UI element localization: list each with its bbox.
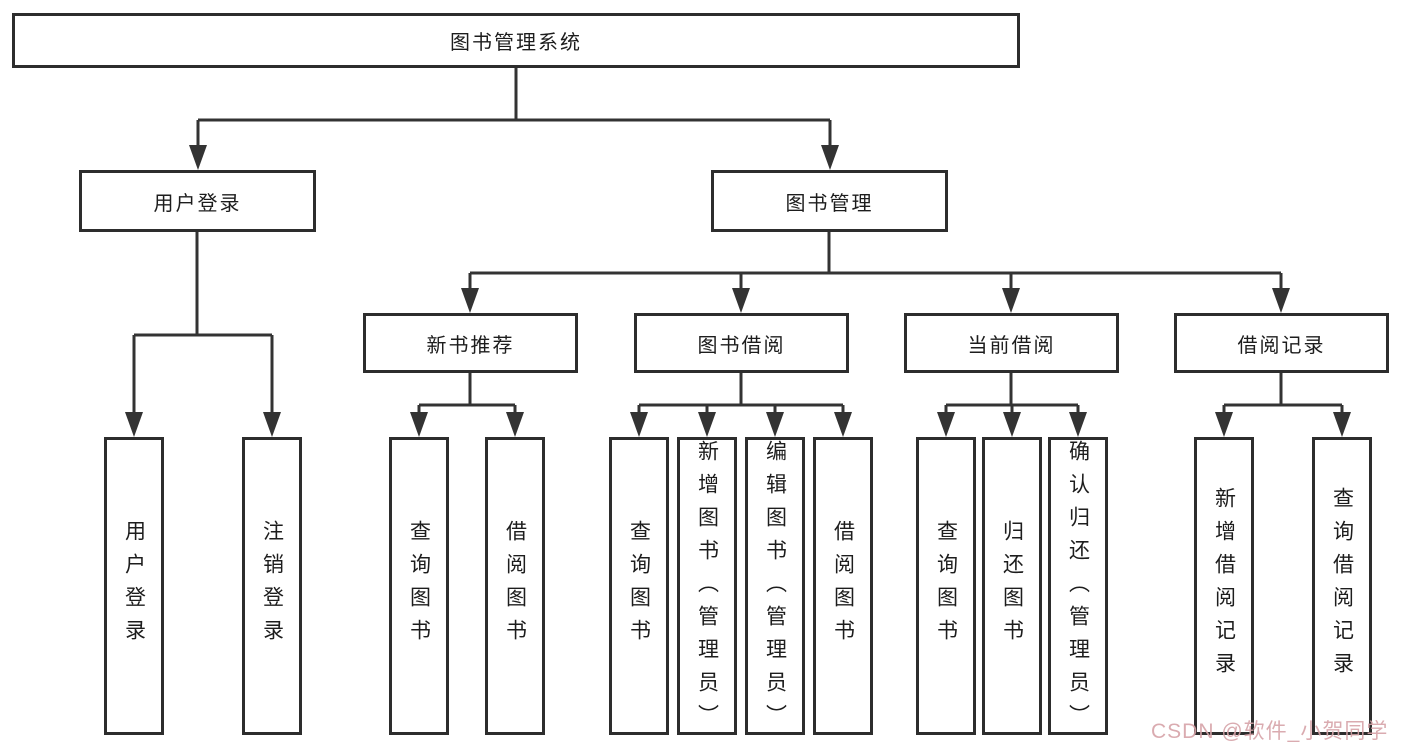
arrowheads [125,145,1351,437]
node-leaf-borrow-books-recommend: 借阅图书 [485,437,545,735]
node-leaf-add-book-admin: 新增图书（管理员） [677,437,737,737]
node-current-borrow: 当前借阅 [904,313,1119,373]
node-leaf-borrow-books-recommend-label: 借阅图书 [503,520,527,652]
node-book-borrow: 图书借阅 [634,313,849,373]
node-leaf-user-login: 用户登录 [104,437,164,735]
node-user-login-label: 用户登录 [153,192,242,215]
node-leaf-query-books-recommend-label: 查询图书 [407,520,431,652]
node-user-login: 用户登录 [79,170,316,232]
node-leaf-query-books-borrow-label: 查询图书 [627,520,651,652]
node-current-borrow-label: 当前借阅 [967,334,1056,357]
node-leaf-query-borrow-record-label: 查询借阅记录 [1330,487,1354,685]
node-leaf-confirm-return-admin-label: 确认归还（管理员） [1066,440,1090,737]
node-leaf-query-books-borrow: 查询图书 [609,437,669,735]
node-leaf-query-borrow-record: 查询借阅记录 [1312,437,1372,735]
node-leaf-return-books-label: 归还图书 [1000,520,1024,652]
node-book-management-label: 图书管理 [785,192,874,215]
node-borrow-records-label: 借阅记录 [1237,334,1326,357]
node-leaf-borrow-books: 借阅图书 [813,437,873,735]
node-leaf-query-books-recommend: 查询图书 [389,437,449,735]
node-leaf-logout: 注销登录 [242,437,302,735]
node-leaf-user-login-label: 用户登录 [122,520,146,652]
node-leaf-query-books-current-label: 查询图书 [934,520,958,652]
node-new-book-recommend-label: 新书推荐 [426,334,515,357]
node-leaf-logout-label: 注销登录 [260,520,284,652]
node-leaf-edit-book-admin-label: 编辑图书（管理员） [763,440,787,737]
node-root-label: 图书管理系统 [450,32,582,54]
watermark: CSDN @软件_小贺同学 [1151,720,1389,743]
node-book-management: 图书管理 [711,170,948,232]
node-new-book-recommend: 新书推荐 [363,313,578,373]
node-leaf-query-books-current: 查询图书 [916,437,976,735]
node-book-borrow-label: 图书借阅 [697,334,786,357]
node-leaf-add-borrow-record-label: 新增借阅记录 [1212,487,1236,685]
node-leaf-add-borrow-record: 新增借阅记录 [1194,437,1254,735]
node-leaf-edit-book-admin: 编辑图书（管理员） [745,437,805,737]
node-leaf-borrow-books-label: 借阅图书 [831,520,855,652]
node-leaf-confirm-return-admin: 确认归还（管理员） [1048,437,1108,737]
node-root: 图书管理系统 [12,13,1020,68]
node-leaf-add-book-admin-label: 新增图书（管理员） [695,440,719,737]
node-leaf-return-books: 归还图书 [982,437,1042,735]
node-borrow-records: 借阅记录 [1174,313,1389,373]
